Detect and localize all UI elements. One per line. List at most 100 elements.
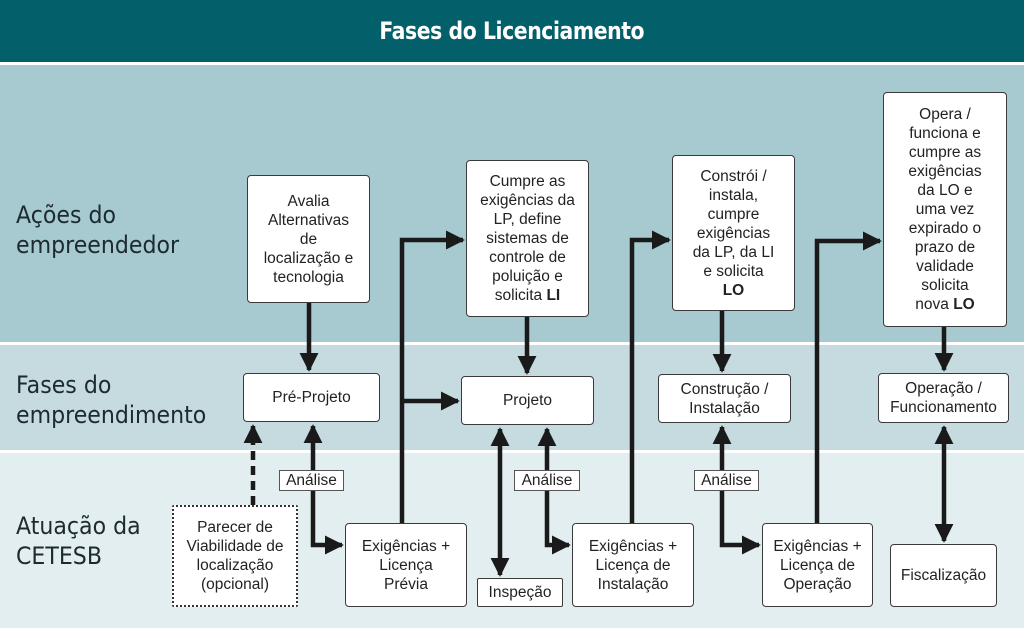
phase-text: Operação / Funcionamento xyxy=(890,379,997,417)
text-line: cumpre as xyxy=(908,144,982,161)
text-line: validade xyxy=(916,258,974,275)
text-line: da LP, da LI xyxy=(692,243,775,261)
analise-label-li: Análise xyxy=(514,470,580,491)
text-line: controle de xyxy=(489,249,566,266)
row-label-line: empreendedor xyxy=(16,231,180,259)
row-label-line: Ações do xyxy=(16,201,117,229)
cetesb-box-inspecao: Inspeção xyxy=(477,578,563,607)
text-line: Alternativas xyxy=(268,211,349,229)
text-line: instala, xyxy=(708,186,759,204)
text-line: exigências da xyxy=(480,192,575,209)
text-line: Licença xyxy=(379,556,433,574)
text-line: Opera / xyxy=(919,106,971,123)
row-label-cetesb: Atuação da CETESB xyxy=(16,511,141,571)
text-line: Instalação xyxy=(689,399,760,417)
row-label-line: empreendimento xyxy=(16,401,207,429)
text-line: Operação / xyxy=(905,380,982,397)
cetesb-text: Parecer de Viabilidade de localização (opci… xyxy=(186,518,283,594)
cetesb-text: Inspeção xyxy=(488,584,552,601)
text-line: (opcional) xyxy=(200,576,270,593)
diagram-title: Fases do Licenciamento xyxy=(379,17,645,45)
action-text: Cumpre as exigências da LP, define sistemas… xyxy=(480,172,575,305)
phase-text: Pré-Projeto xyxy=(272,388,350,407)
text-line: expirado o xyxy=(908,220,982,237)
text-line: solicita xyxy=(921,277,969,294)
phase-box-pre-projeto: Pré-Projeto xyxy=(243,373,380,422)
text-line: LO xyxy=(693,281,775,300)
text-line: Licença de xyxy=(595,556,671,574)
arrow-li-to-constroi xyxy=(629,230,671,523)
title-bar: Fases do Licenciamento xyxy=(0,0,1024,62)
row-label-line: Atuação da xyxy=(16,512,141,540)
text-line: uma vez xyxy=(915,201,975,218)
row-label-phases: Fases do empreendimento xyxy=(16,370,206,430)
arrow-projeto-analise-li xyxy=(537,427,571,555)
text-line: prazo de xyxy=(914,239,976,256)
text-line: Operação xyxy=(783,575,852,593)
arrow-lp-to-cumpre xyxy=(399,230,465,523)
row-label-line: Fases do xyxy=(16,371,112,399)
text-line: e solicita xyxy=(703,262,764,280)
arrow-lo-to-opera xyxy=(814,231,882,523)
text-line: Parecer de xyxy=(197,519,273,536)
arrow-construcao-analise-lo xyxy=(712,425,761,555)
text-line: poluição e xyxy=(492,268,563,285)
text-line: Funcionamento xyxy=(890,399,997,416)
cetesb-box-parecer: Parecer de Viabilidade de localização (opci… xyxy=(172,505,298,607)
text-line: Exigências + xyxy=(773,537,862,555)
cetesb-box-fiscalizacao: Fiscalização xyxy=(890,544,997,607)
text-line: exigências xyxy=(696,224,771,242)
text-line: localização xyxy=(196,557,274,574)
text-line: Prévia xyxy=(384,575,428,593)
license-acronym: LO xyxy=(953,296,975,313)
text-line: Construção / xyxy=(680,380,769,398)
license-acronym: LI xyxy=(546,287,561,304)
text-line: Instalação xyxy=(597,575,669,593)
text-line: Exigências + xyxy=(588,537,678,555)
text-line: Avalia xyxy=(287,192,330,210)
text-line: Projeto xyxy=(502,392,553,409)
text-line: localização e xyxy=(263,249,354,267)
row-label-line: CETESB xyxy=(16,542,102,570)
text-line: Viabilidade de xyxy=(186,538,284,555)
text-line: sistemas de xyxy=(486,230,569,247)
text-line: funciona e xyxy=(909,125,981,142)
text-line: Constrói / xyxy=(700,167,767,185)
action-box-projeto: Cumpre as exigências da LP, define sistemas… xyxy=(466,160,589,317)
text-line: tecnologia xyxy=(273,268,344,286)
arrow-preprojeto-analise-lp xyxy=(303,424,344,555)
phase-box-construcao: Construção /Instalação xyxy=(658,374,791,423)
text-line: Pré-Projeto xyxy=(272,389,351,406)
text-line: cumpre xyxy=(707,205,760,223)
phase-box-operacao: Operação / Funcionamento xyxy=(878,373,1009,423)
phase-box-projeto: Projeto xyxy=(461,376,594,425)
text-line: nova LO xyxy=(915,296,975,313)
action-text: Opera / funciona e cumpre as exigências da L… xyxy=(908,105,981,314)
action-box-operacao: Opera / funciona e cumpre as exigências da L… xyxy=(883,92,1007,327)
text-line: da LO e xyxy=(917,182,973,199)
analise-label-lo: Análise xyxy=(694,470,759,491)
text-line: exigências xyxy=(908,163,982,180)
text-line: LP, define xyxy=(493,211,562,228)
text-line: Cumpre as xyxy=(489,173,566,190)
phase-text: Projeto xyxy=(503,391,552,410)
text-line: Exigências + xyxy=(361,537,451,555)
phase-text: Construção /Instalação xyxy=(681,380,769,418)
text-line: de xyxy=(299,230,318,248)
license-acronym: LO xyxy=(722,281,745,299)
text-line: solicita LI xyxy=(494,287,561,304)
cetesb-text: Fiscalização xyxy=(900,567,987,584)
analise-label-lp: Análise xyxy=(279,470,344,491)
text-line: Licença de xyxy=(780,556,855,574)
